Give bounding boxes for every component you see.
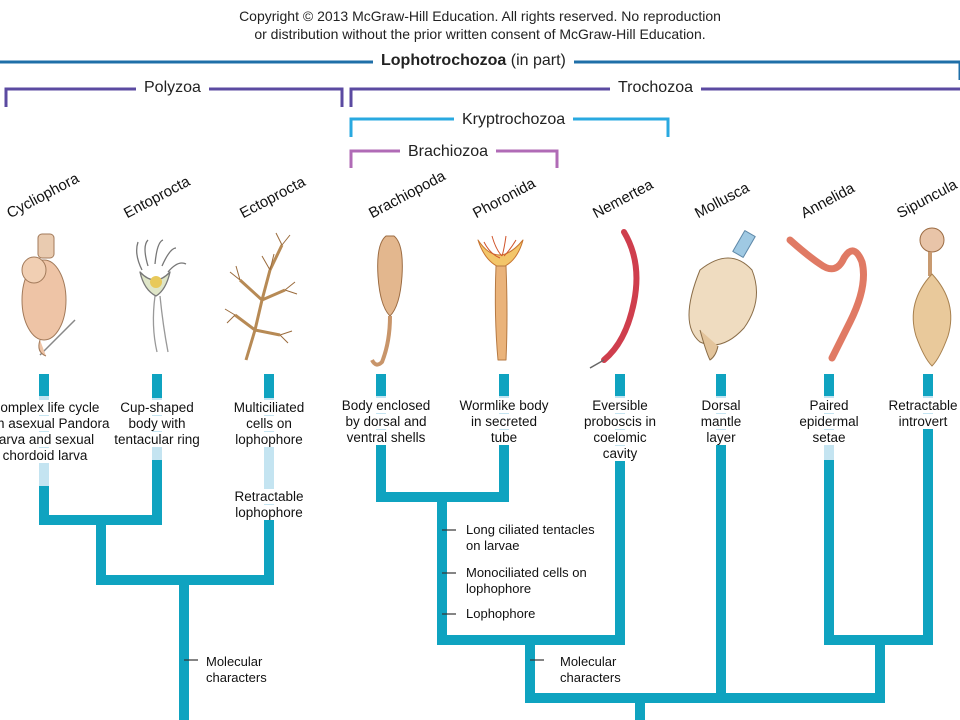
- organism-illustrations: [21, 227, 952, 369]
- character-phoronida: Wormlike body in secreted tube: [459, 398, 549, 445]
- note-long-ciliated-tentacles: Long ciliated tentacles on larvae: [466, 522, 595, 553]
- sipuncula-illustration: [912, 227, 952, 367]
- label-kryptrochozoa: Kryptrochozoa: [454, 111, 574, 129]
- note-retractable-lophophore: Retractable lophophore: [234, 489, 304, 520]
- character-ectoprocta: Multiciliated cells on lophophore: [233, 400, 305, 447]
- label-trochozoa: Trochozoa: [610, 79, 701, 97]
- copyright-line-2: or distribution without the prior writte…: [254, 26, 706, 42]
- phoronida-illustration: [477, 235, 524, 361]
- character-annelida: Paired epidermal setae: [799, 398, 859, 445]
- character-nemertea: Eversible proboscis in coelomic cavity: [583, 398, 657, 461]
- label-brachiozoa: Brachiozoa: [400, 143, 497, 161]
- label-polyzoa: Polyzoa: [136, 79, 209, 97]
- cycliophora-illustration: [21, 233, 76, 357]
- entoprocta-illustration: [136, 239, 187, 353]
- character-brachiopoda: Body enclosed by dorsal and ventral shel…: [341, 398, 431, 445]
- ectoprocta-illustration: [224, 232, 298, 361]
- note-molecular-characters-right: Molecular characters: [560, 654, 621, 685]
- note-lophophore: Lophophore: [466, 606, 536, 621]
- brachiopoda-illustration: [370, 235, 403, 367]
- character-mollusca: Dorsal mantle layer: [700, 398, 742, 445]
- character-ticks: [184, 529, 544, 661]
- annelida-illustration: [786, 236, 867, 362]
- bracket-trochozoa: [349, 87, 960, 107]
- character-sipuncula: Retractable introvert: [888, 398, 958, 429]
- nemertea-illustration: [589, 229, 640, 369]
- bracket-lophotrochozoa: [0, 60, 960, 80]
- copyright-line-1: Copyright © 2013 McGraw-Hill Education. …: [239, 8, 721, 24]
- character-cycliophora: Complex life cycle with asexual Pandora …: [0, 400, 111, 464]
- note-molecular-characters-left: Molecular characters: [206, 654, 267, 685]
- mollusca-illustration: [688, 230, 757, 361]
- label-lophotrochozoa: Lophotrochozoa (in part): [373, 52, 574, 70]
- copyright-notice: Copyright © 2013 McGraw-Hill Education. …: [0, 7, 960, 43]
- note-monociliated-cells: Monociliated cells on lophophore: [466, 565, 587, 596]
- character-entoprocta: Cup-shaped body with tentacular ring: [114, 400, 200, 447]
